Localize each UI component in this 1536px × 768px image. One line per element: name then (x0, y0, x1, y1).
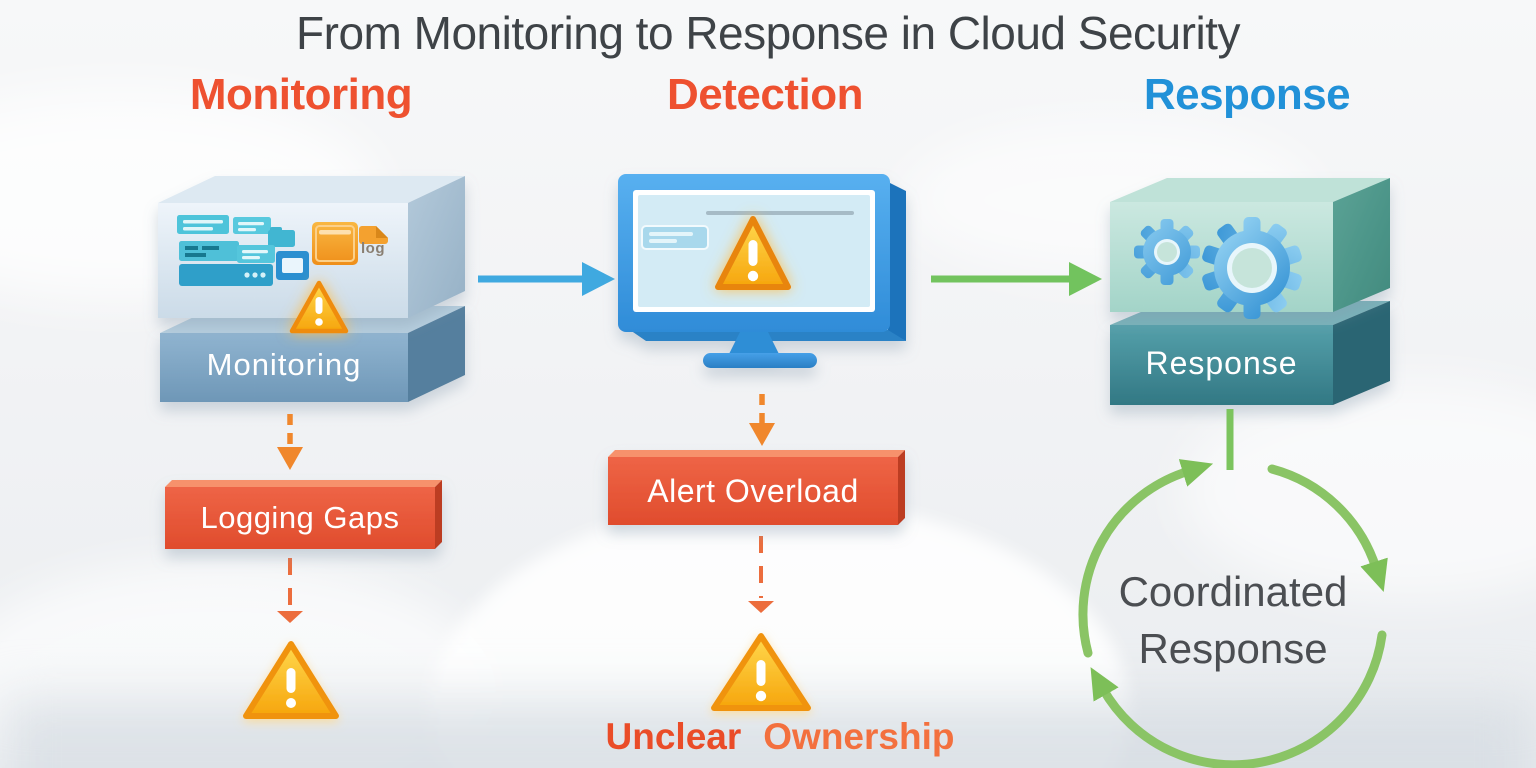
coordinated-response-cycle-icon (1078, 459, 1388, 768)
stage-heading-detection: Detection (667, 70, 863, 119)
warning-triangle-monitoring-icon (289, 280, 349, 334)
dashboard-widgets-icon (177, 215, 309, 286)
logging-gaps-box (165, 480, 442, 549)
log-file-label: log (361, 240, 385, 257)
response-box-label: Response (1145, 345, 1298, 381)
dashed-line-alert-overload-to-warning (748, 536, 774, 613)
log-file-icon (359, 226, 388, 244)
alert-overload-label: Alert Overload (647, 472, 859, 509)
warning-triangle-ownership-icon (711, 633, 811, 711)
page-title: From Monitoring to Response in Cloud Sec… (296, 7, 1240, 59)
unclear-ownership-label: Unclear Ownership (560, 716, 1000, 758)
dashed-line-logging-gaps-to-warning (277, 558, 303, 623)
stage-heading-response: Response (1143, 70, 1351, 119)
stage-heading-monitoring: Monitoring (189, 70, 413, 119)
ownership-word: Ownership (763, 716, 955, 757)
flow-arrow-monitoring-to-detection (478, 262, 615, 296)
unclear-word: Unclear (605, 716, 742, 757)
alert-triangle-on-screen-icon (715, 216, 791, 290)
dashed-arrow-detection-to-alert-overload (749, 394, 775, 446)
logging-gaps-label: Logging Gaps (200, 500, 400, 535)
dashed-arrow-monitoring-to-logging-gaps (277, 414, 303, 470)
warning-triangle-logging-icon (243, 641, 339, 719)
flow-arrow-detection-to-response (931, 262, 1102, 296)
gears-icon (1134, 217, 1302, 319)
monitoring-server-box (158, 176, 465, 318)
monitor-stand (727, 332, 781, 358)
alert-overload-box (608, 450, 905, 525)
cycle-label-line1: Coordinated (1118, 568, 1348, 615)
log-folder-icon (312, 222, 358, 265)
monitoring-box-label: Monitoring (206, 347, 362, 382)
cycle-label-line2: Response (1138, 625, 1328, 672)
